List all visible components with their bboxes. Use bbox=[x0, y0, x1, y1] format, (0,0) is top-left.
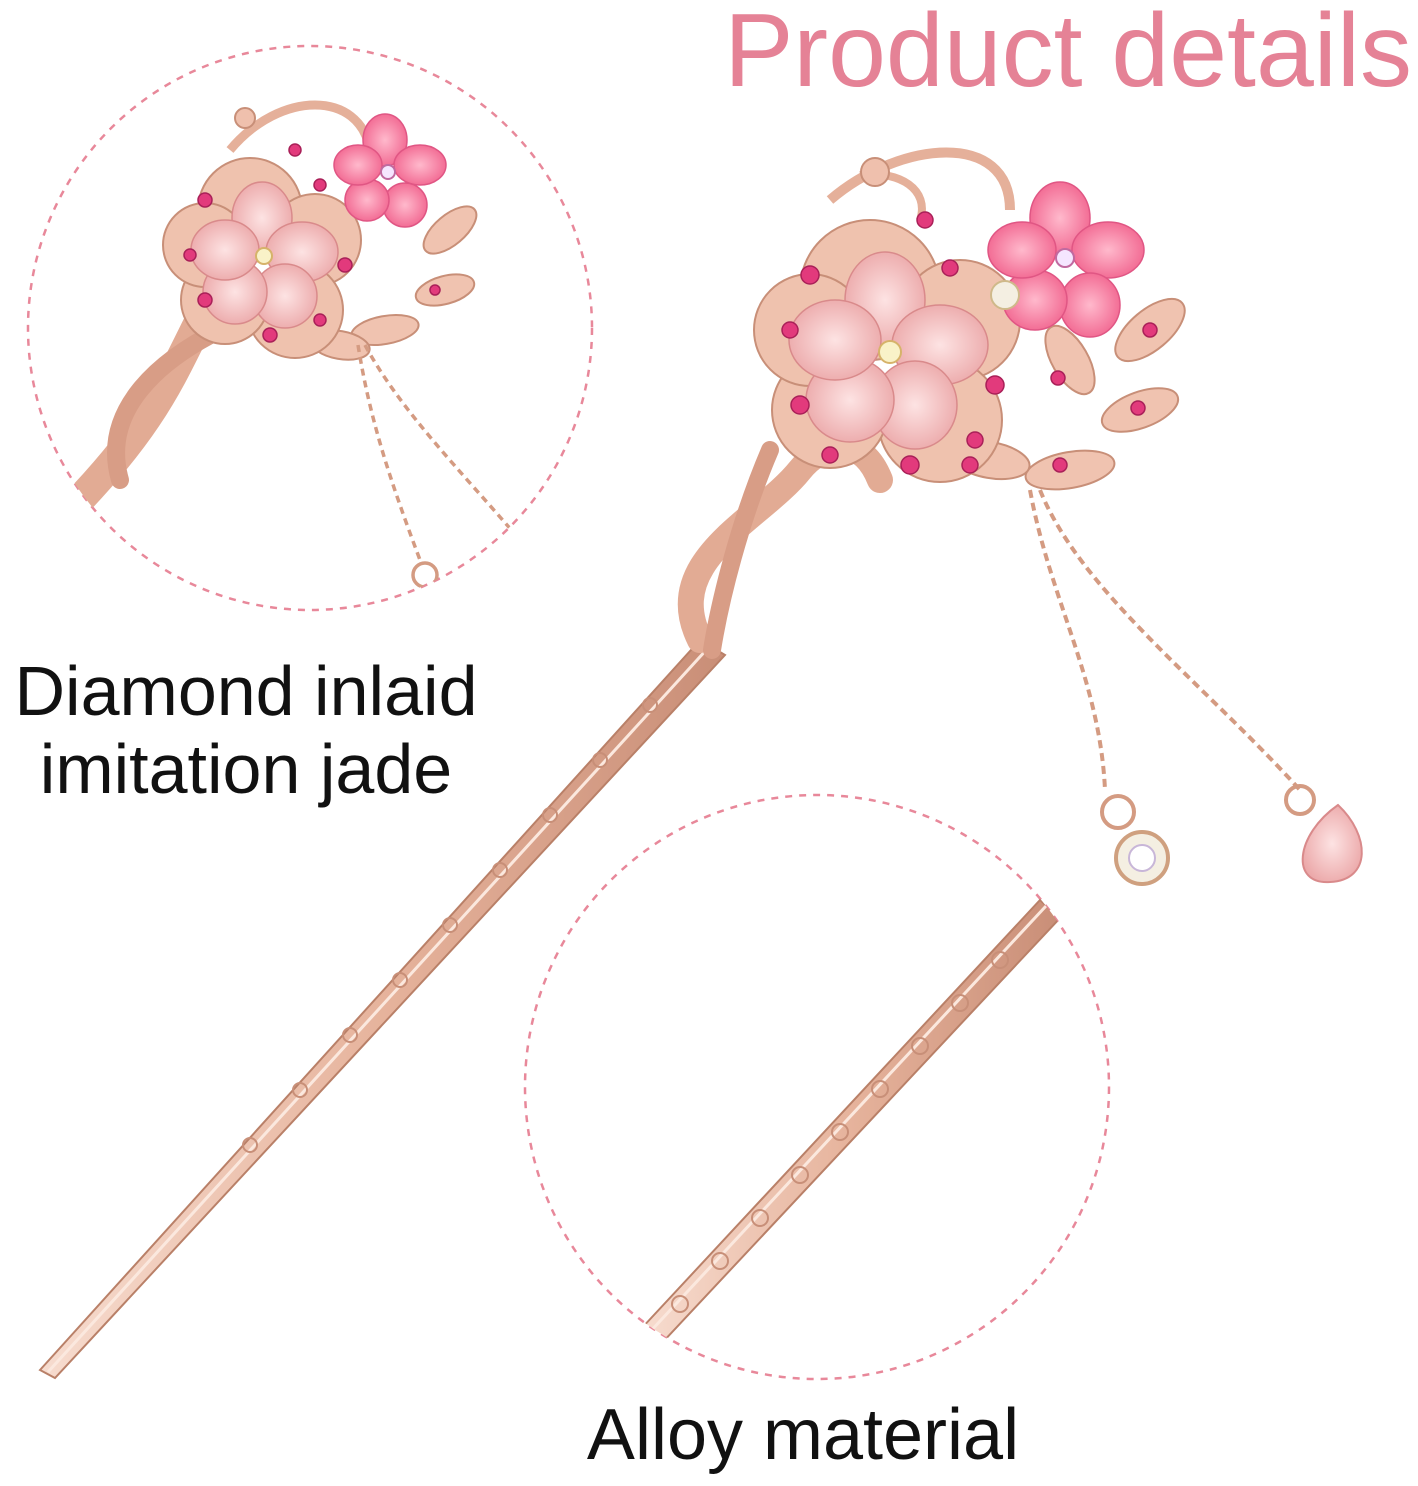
page-title: Product details bbox=[724, 0, 1412, 109]
rhinestones bbox=[781, 211, 1158, 475]
zoom-detail-top bbox=[45, 100, 522, 589]
zoom-circle-top bbox=[26, 44, 594, 612]
callout-top-line2: imitation jade bbox=[39, 730, 453, 808]
callout-top-line1: Diamond inlaid bbox=[14, 652, 478, 730]
callout-diamond-inlaid: Diamond inlaid imitation jade bbox=[0, 652, 492, 808]
zoom-circle-bottom bbox=[523, 793, 1111, 1381]
zoom-detail-bottom bbox=[638, 898, 1062, 1347]
tassel-chains bbox=[1028, 489, 1302, 792]
flower-ornament bbox=[753, 147, 1186, 491]
hairpin-main bbox=[38, 147, 1363, 1380]
callout-alloy-material: Alloy material bbox=[586, 1395, 1020, 1475]
crystal-pendant bbox=[1100, 794, 1170, 886]
acrylic-flower bbox=[987, 181, 1145, 338]
jade-drop-pendant bbox=[1284, 784, 1363, 884]
